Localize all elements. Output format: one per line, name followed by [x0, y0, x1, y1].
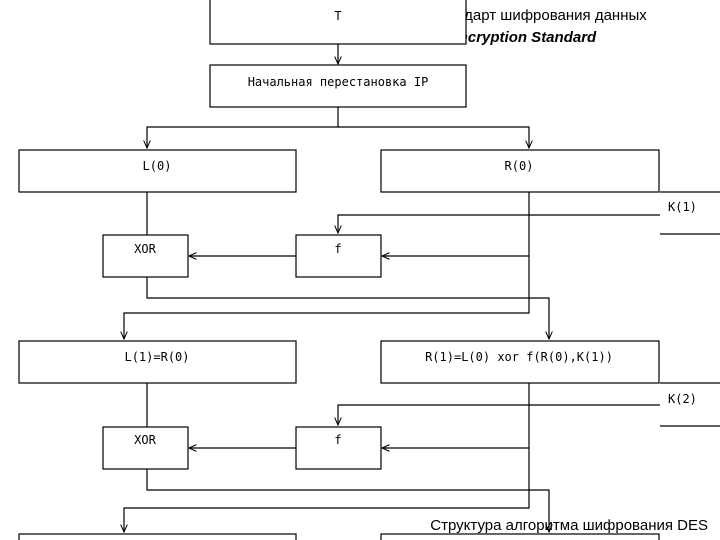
- key1-label: K(1): [668, 200, 697, 214]
- key2-input: K(2): [660, 382, 720, 427]
- l2-block-partial: [18, 533, 297, 540]
- key1-input: K(1): [660, 191, 720, 235]
- header-title-ru: Стандарт шифрования данных: [430, 7, 647, 24]
- r1-block: R(1)=L(0) xor f(R(0),K(1)): [380, 340, 660, 384]
- xor1-block: XOR: [102, 234, 189, 278]
- initial-permutation-label: Начальная перестановка IP: [248, 75, 429, 89]
- l0-label: L(0): [143, 159, 172, 173]
- key2-label: K(2): [668, 392, 697, 406]
- f1-label: f: [334, 242, 341, 256]
- footer-caption: Структура алгоритма шифрования DES: [430, 517, 708, 534]
- xor2-block: XOR: [102, 426, 189, 470]
- r0-label: R(0): [505, 159, 534, 173]
- plaintext-block: T: [209, 0, 467, 45]
- xor1-label: XOR: [134, 242, 156, 256]
- l0-block: L(0): [18, 149, 297, 193]
- xor2-label: XOR: [134, 433, 156, 447]
- f1-block: f: [295, 234, 382, 278]
- l1-label: L(1)=R(0): [124, 350, 189, 364]
- r1-label: R(1)=L(0) xor f(R(0),K(1)): [425, 350, 613, 364]
- l1-block: L(1)=R(0): [18, 340, 297, 384]
- f2-block: f: [295, 426, 382, 470]
- f2-label: f: [334, 433, 341, 447]
- r2-block-partial: [380, 533, 660, 540]
- r0-block: R(0): [380, 149, 660, 193]
- plaintext-label: T: [334, 9, 341, 23]
- initial-permutation-block: Начальная перестановка IP: [209, 64, 467, 108]
